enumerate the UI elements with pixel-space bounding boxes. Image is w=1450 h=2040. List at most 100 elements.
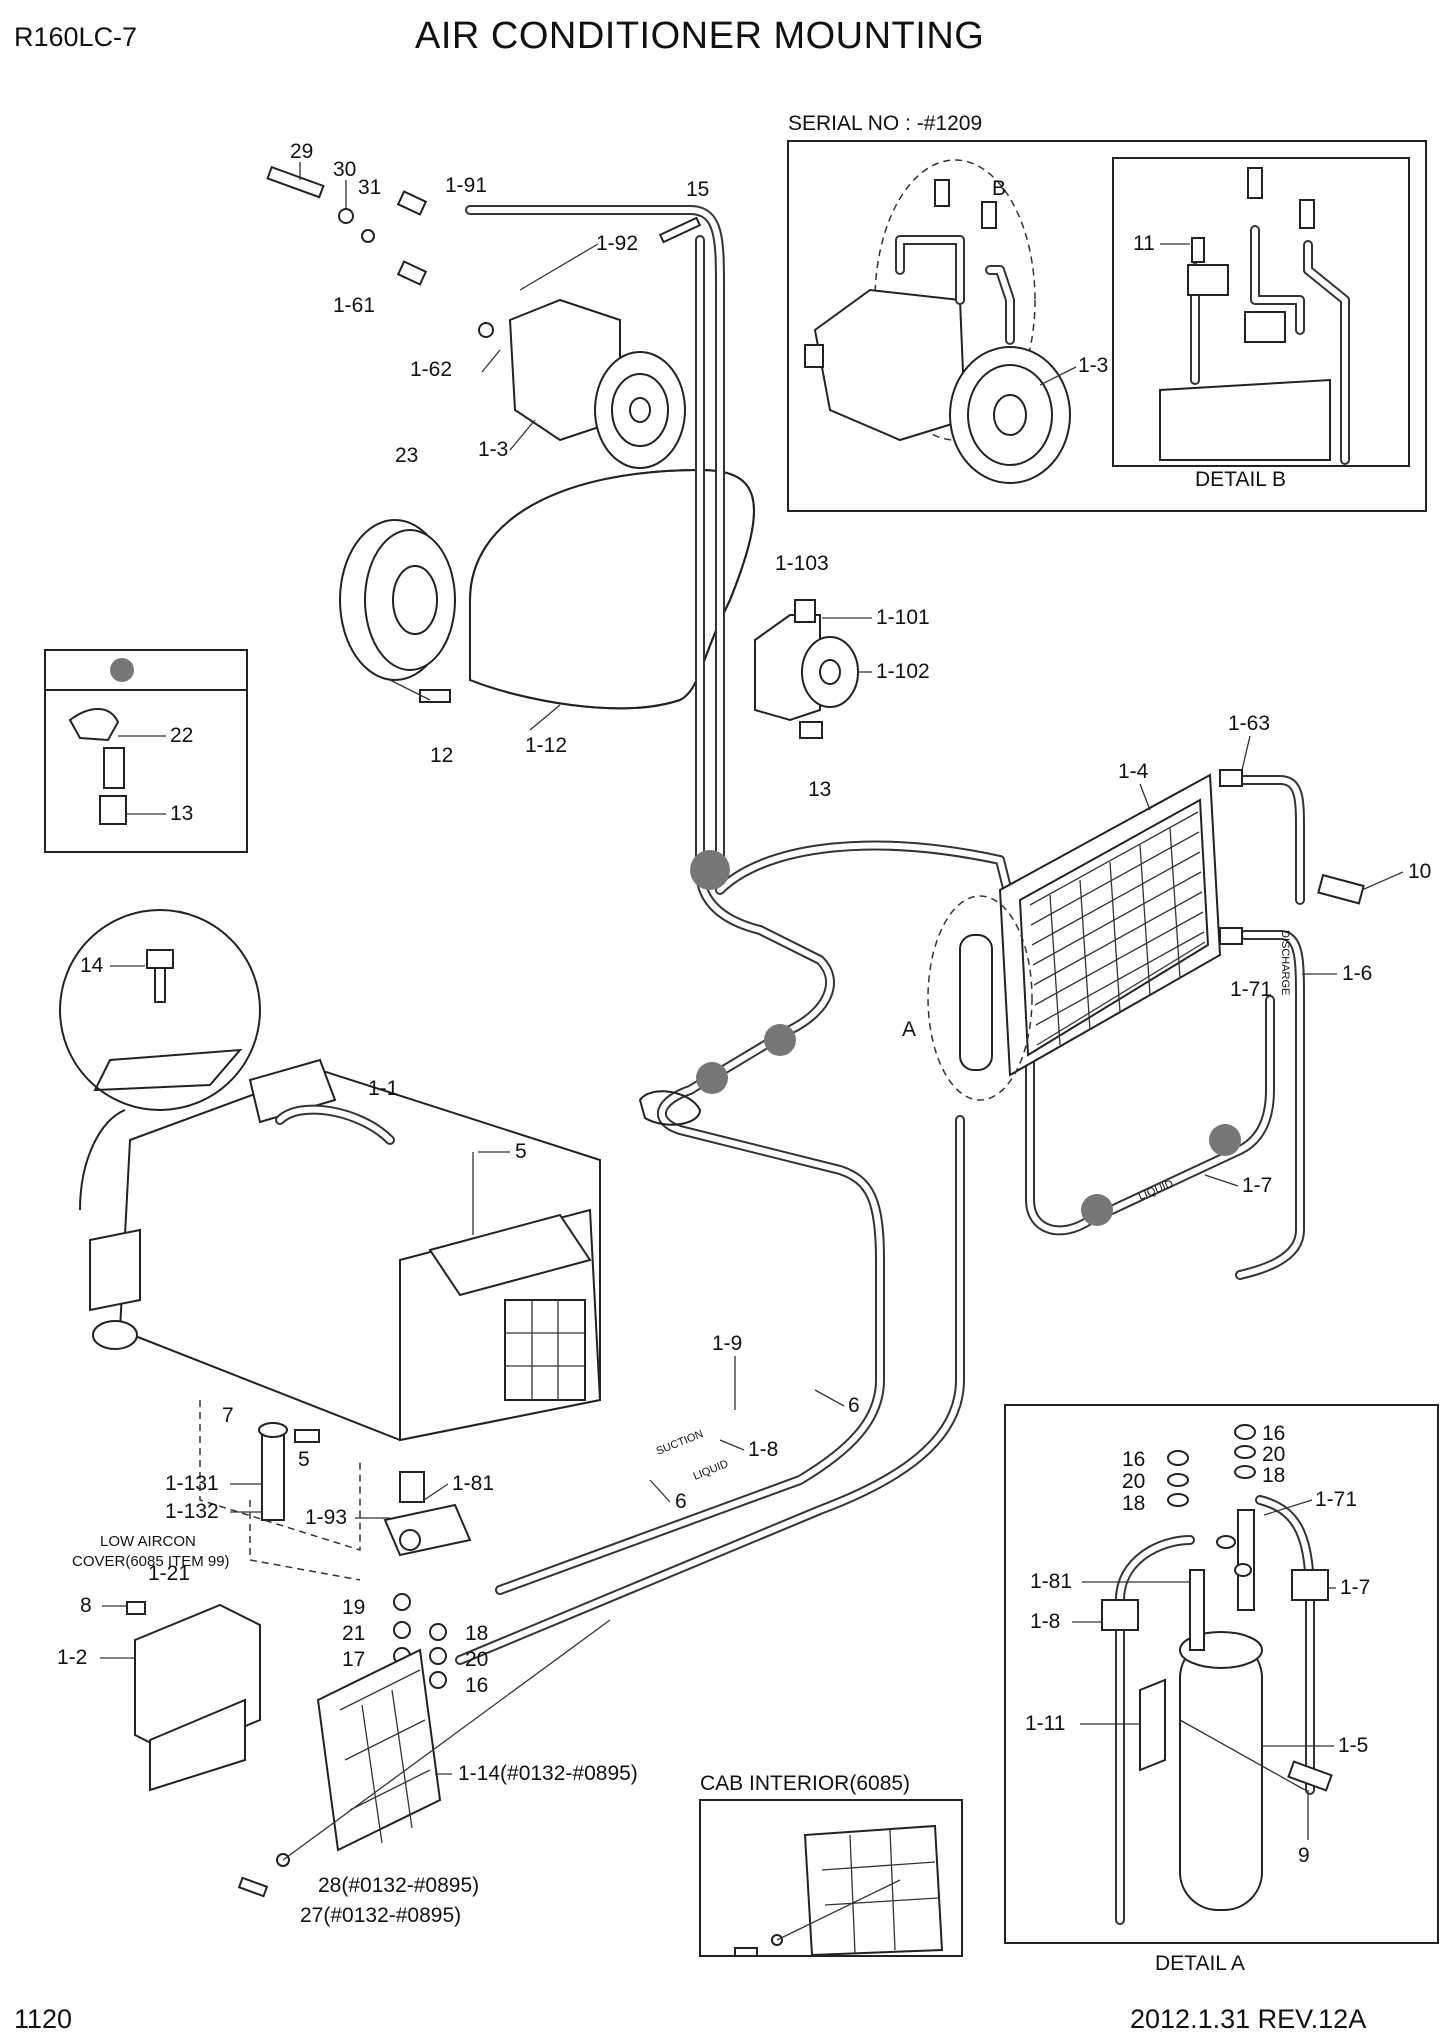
label-27: 27(#0132-#0895) [300,1904,461,1927]
label-1-101: 1-101 [876,606,930,629]
label-17: 17 [342,1648,365,1671]
label-1-81: 1-81 [452,1472,494,1495]
label-14: 14 [80,954,104,977]
callout-a: A [902,1018,916,1041]
label-1-92: 1-92 [596,232,638,255]
label-a-1-11: 1-11 [1025,1712,1065,1735]
serial-heading: SERIAL NO : -#1209 [788,112,982,135]
label-a-16-right: 16 [1262,1422,1285,1445]
label-23: 23 [395,444,418,467]
label-1-1: 1-1 [368,1077,398,1100]
grommet-marker-icon [690,850,730,890]
clip-inset-frame [44,649,248,853]
label-18: 18 [465,1622,488,1645]
note-low-aircon-1: LOW AIRCON [100,1533,196,1550]
label-19: 19 [342,1596,365,1619]
hvac-unit [79,1058,602,1442]
pulley-and-belt [339,468,755,710]
label-16: 16 [465,1674,488,1697]
label-1-61: 1-61 [333,294,375,317]
label-7: 7 [222,1404,234,1427]
label-29: 29 [290,140,313,163]
cab-interior-heading: CAB INTERIOR(6085) [700,1772,910,1795]
label-1-103: 1-103 [775,552,829,575]
label-22: 22 [170,724,193,747]
receiver-drier [959,934,993,1071]
detail-a-caption: DETAIL A [1155,1952,1245,1975]
label-8: 8 [80,1594,92,1617]
hose-label-suction: SUCTION [655,1428,705,1458]
label-21: 21 [342,1622,365,1645]
cab-interior-art [734,1824,944,1957]
label-1-93: 1-93 [305,1506,347,1529]
hose-label-discharge: DISCHARGE [1279,930,1291,995]
label-6-left: 6 [675,1490,687,1513]
serial-inset-frame [787,140,1427,512]
revision-stamp: 2012.1.31 REV.12A [1130,2004,1366,2034]
label-1-8: 1-8 [748,1438,778,1461]
label-13-switch: 13 [808,778,831,801]
label-a-1-81: 1-81 [1030,1570,1072,1593]
label-6-right: 6 [848,1394,860,1417]
label-a-1-7: 1-7 [1340,1576,1370,1599]
bolt-detail-circle [59,909,261,1111]
hose-routing [455,205,1305,1665]
grommet-marker-icon [1209,1124,1241,1156]
label-5-top: 5 [515,1140,527,1163]
callout-b: B [992,177,1006,200]
label-1-91: 1-91 [445,174,487,197]
label-1-9: 1-9 [712,1332,742,1355]
label-13-clip: 13 [170,802,193,825]
label-a-20-left: 20 [1122,1470,1145,1493]
filter-cover [237,1619,611,1898]
bolt-14 [146,949,174,969]
model-code: R160LC-7 [14,22,137,52]
label-1-4: 1-4 [1118,760,1149,783]
detail-a-art [1101,1424,1333,1925]
label-a-1-5: 1-5 [1338,1734,1368,1757]
label-1-3: 1-3 [478,438,508,461]
label-1-63: 1-63 [1228,712,1270,735]
label-a-1-71: 1-71 [1315,1488,1357,1511]
label-1-2: 1-2 [57,1646,87,1669]
compressor-assembly [266,165,702,469]
grommet-marker-icon [110,658,134,682]
label-1-6: 1-6 [1342,962,1372,985]
grommet-marker-icon [696,1062,728,1094]
label-a-18-left: 18 [1122,1492,1145,1515]
label-1-14: 1-14(#0132-#0895) [458,1762,638,1785]
label-5-low: 5 [298,1448,310,1471]
label-11: 11 [1133,232,1155,255]
label-a-20-right: 20 [1262,1443,1285,1466]
label-10: 10 [1408,860,1431,883]
inset-compressor [804,159,1071,484]
hose-label-liquid-2: LIQUID [692,1458,731,1483]
label-1-71: 1-71 [1230,978,1272,1001]
label-1-131: 1-131 [165,1472,219,1495]
label-a-18-right: 18 [1262,1464,1285,1487]
page-number: 1120 [14,2004,72,2034]
clip-art [68,708,127,825]
page-title: AIR CONDITIONER MOUNTING [415,15,984,57]
detail-a-frame [1004,1404,1439,1944]
label-1-132: 1-132 [165,1500,219,1523]
label-1-7: 1-7 [1242,1174,1272,1197]
control-panel [126,1601,261,1792]
cab-interior-frame [699,1799,963,1957]
note-low-aircon-2: COVER(6085 ITEM 99) [72,1553,230,1570]
grommet-marker-icon [1081,1194,1113,1226]
label-31: 31 [358,176,381,199]
label-20: 20 [465,1648,488,1671]
detail-b-frame [1112,157,1410,467]
label-inset-1-3: 1-3 [1078,354,1108,377]
detail-b-caption: DETAIL B [1195,468,1286,491]
label-30: 30 [333,158,356,181]
label-a-9: 9 [1298,1844,1310,1867]
label-28: 28(#0132-#0895) [318,1874,479,1897]
grommet-marker-icon [764,1024,796,1056]
label-1-102: 1-102 [876,660,930,683]
label-15: 15 [686,178,709,201]
pressure-switch [754,599,859,739]
label-1-12: 1-12 [525,734,567,757]
